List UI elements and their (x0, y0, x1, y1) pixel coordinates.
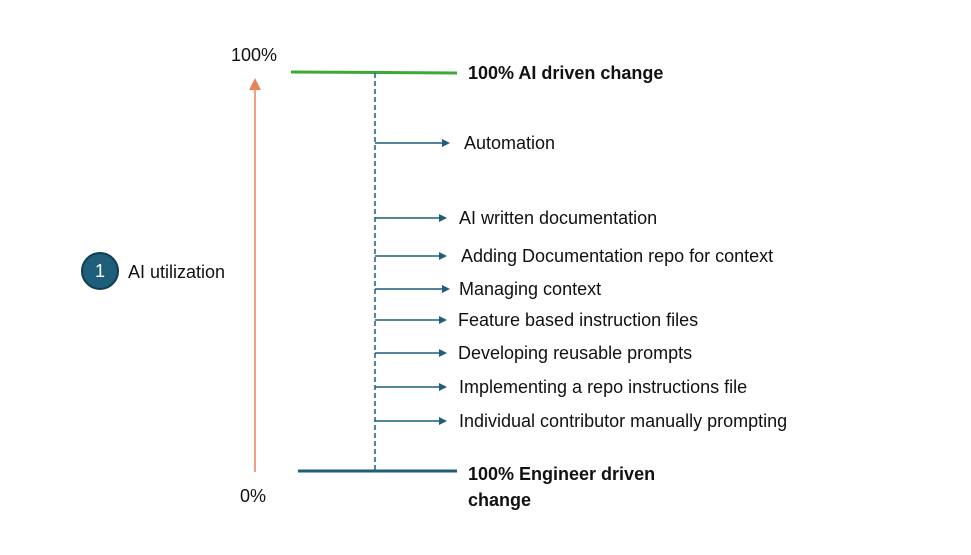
badge-label: AI utilization (128, 262, 226, 282)
axis-bottom-label: 0% (240, 486, 267, 506)
step-number-badge: 1 (81, 252, 119, 290)
badge-number: 1 (94, 260, 105, 281)
bottom-level-label-line1: 100% Engineer driven (468, 464, 656, 484)
step-arrow-head (439, 214, 447, 222)
bottom-level-label-line2: change (468, 490, 532, 510)
step-arrow-head (439, 316, 447, 324)
step-label: Adding Documentation repo for context (461, 246, 774, 266)
step-label: Developing reusable prompts (458, 343, 693, 363)
top-level-label: 100% AI driven change (468, 63, 664, 83)
step-label: Feature based instruction files (458, 310, 699, 330)
top-level-line (290, 70, 458, 75)
step-arrow-head (442, 285, 450, 293)
step-label: Managing context (459, 279, 602, 299)
step-label: AI written documentation (459, 208, 658, 228)
axis-top-label: 100% (231, 45, 278, 65)
step-label: Individual contributor manually promptin… (459, 411, 788, 431)
step-label: Automation (464, 133, 556, 153)
step-label: Implementing a repo instructions file (459, 377, 748, 397)
step-arrow-head (439, 349, 447, 357)
step-arrow-head (439, 252, 447, 260)
step-arrow-head (439, 383, 447, 391)
step-arrows (375, 139, 450, 425)
step-arrow-head (439, 417, 447, 425)
step-arrow-head (442, 139, 450, 147)
